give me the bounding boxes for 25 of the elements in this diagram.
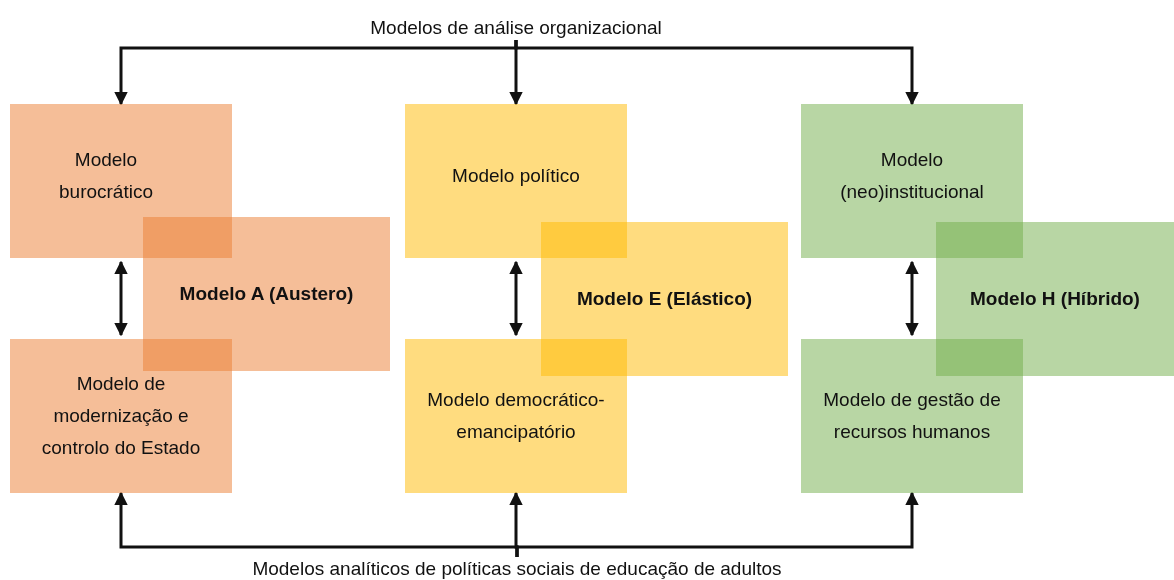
model-label: Modelo de gestão de recursos humanos [822, 388, 1002, 444]
model-box [801, 104, 1023, 258]
model-label: Modelo de modernização e controlo do Estado [40, 372, 202, 460]
arrow [509, 260, 523, 337]
arrow [114, 260, 128, 337]
model-box [10, 104, 232, 258]
model-highlight-box [541, 222, 788, 376]
model-title: Modelo H (Híbrido) [970, 287, 1140, 311]
heading-text: Modelos de análise organizacional [316, 16, 716, 40]
model-title: Modelo E (Elástico) [576, 287, 753, 311]
arrow [905, 260, 919, 337]
model-box [405, 339, 627, 493]
model-label: Modelo político [452, 164, 580, 188]
arrow [515, 491, 919, 557]
model-label: Modelo (neo)institucional [839, 148, 985, 204]
model-box [801, 339, 1023, 493]
model-box [405, 104, 627, 258]
arrow [514, 40, 919, 106]
model-highlight-box [936, 222, 1174, 376]
model-title: Modelo A (Austero) [179, 282, 354, 306]
model-box [10, 339, 232, 493]
heading-text: Modelos analíticos de políticas sociais de educação de adultos [187, 557, 847, 580]
model-label: Modelo burocrático [58, 148, 154, 204]
model-highlight-box [143, 217, 390, 371]
model-label: Modelo democrático-emancipatório [426, 388, 606, 444]
